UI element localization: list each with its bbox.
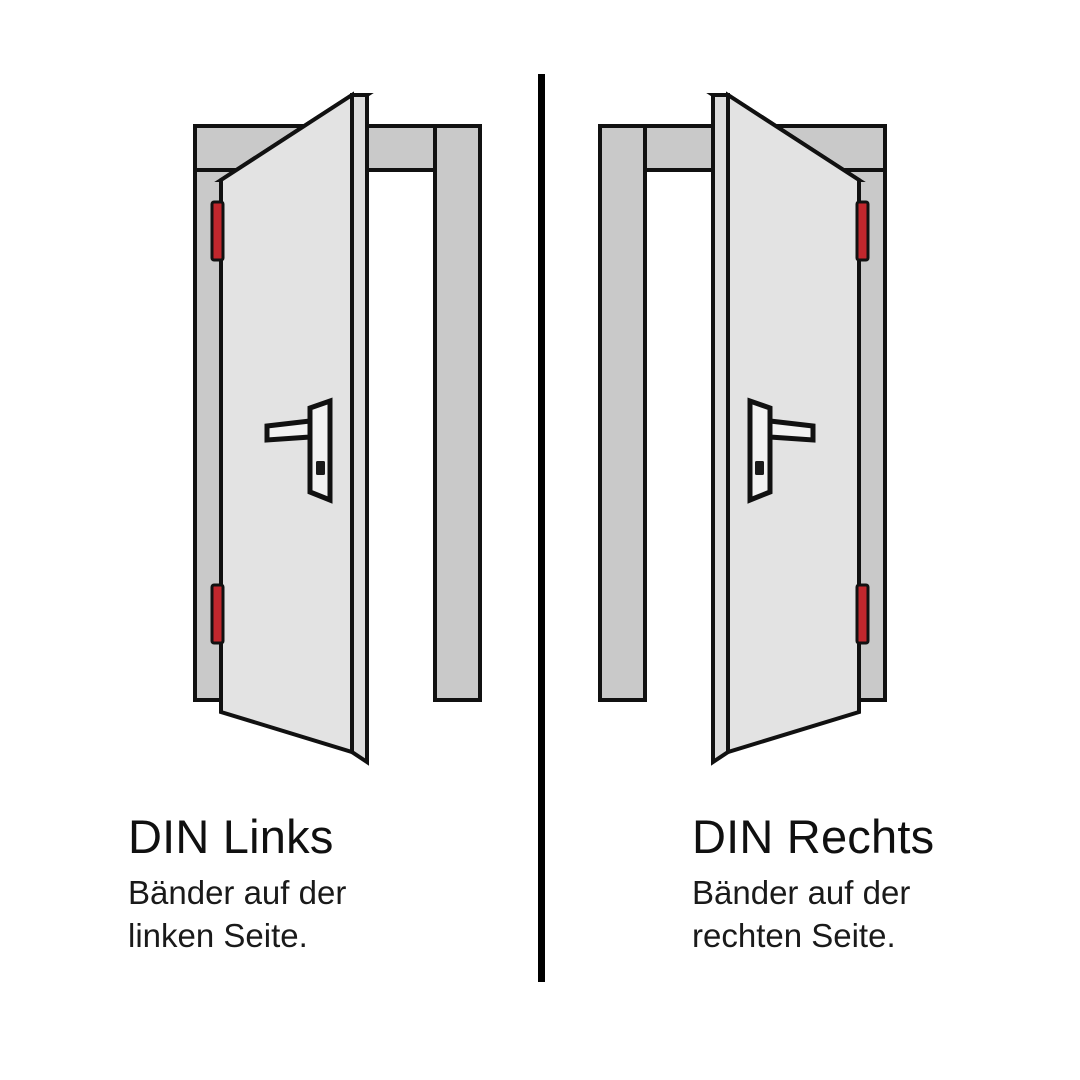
handle-lever <box>767 418 816 443</box>
handle-keyhole <box>316 461 325 475</box>
din-rechts-captions: DIN Rechts Bänder auf der rechten Seite. <box>540 812 1080 958</box>
din-links-panel: DIN Links Bänder auf der linken Seite. <box>0 91 540 958</box>
hinge-group-left <box>210 200 225 645</box>
panel-divider <box>538 74 545 982</box>
hinge-upper <box>210 200 225 262</box>
door-handle-left <box>264 397 333 504</box>
din-rechts-door-illustration <box>598 91 887 766</box>
din-rechts-heading: DIN Rechts <box>692 810 935 863</box>
handle-keyhole <box>755 461 764 475</box>
din-rechts-panel: DIN Rechts Bänder auf der rechten Seite. <box>540 0 1080 1080</box>
din-links-subtitle: Bänder auf der linken Seite. <box>128 873 347 954</box>
handle-escutcheon <box>747 397 773 504</box>
hinge-lower <box>210 583 225 645</box>
handle-lever <box>264 418 313 443</box>
din-rechts-subtitle: Bänder auf der rechten Seite. <box>692 873 911 954</box>
din-links-captions: DIN Links Bänder auf der linken Seite. <box>0 812 540 958</box>
din-links-heading: DIN Links <box>128 810 334 863</box>
din-links-door-illustration <box>193 91 482 766</box>
handle-escutcheon <box>307 397 333 504</box>
hinge-group-right <box>855 200 870 645</box>
door-handle-right <box>747 397 816 504</box>
hinge-upper <box>855 200 870 262</box>
hinge-lower <box>855 583 870 645</box>
